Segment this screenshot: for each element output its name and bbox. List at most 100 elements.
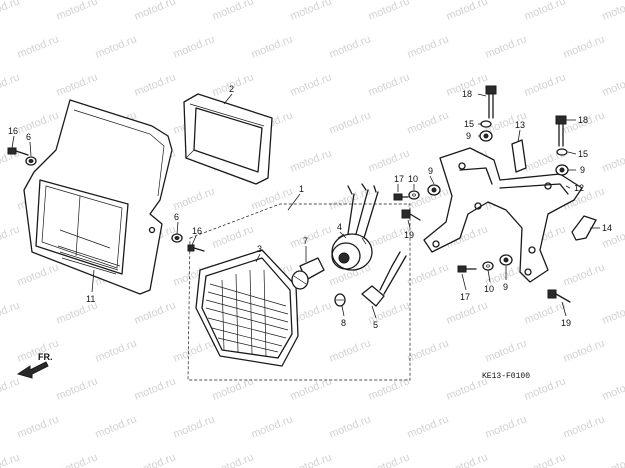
bracket-clip-14: [571, 215, 597, 241]
watermark-text: motod.ru: [55, 71, 100, 98]
callout-3: 3: [257, 244, 262, 254]
watermark-text: motod.ru: [367, 147, 412, 174]
watermark-text: motod.ru: [406, 33, 451, 60]
callout-2: 2: [229, 84, 234, 94]
watermark-text: motod.ru: [367, 451, 412, 468]
watermark-text: motod.ru: [601, 71, 625, 98]
watermark-text: motod.ru: [367, 0, 412, 23]
collar-9-mid-left: [427, 184, 441, 196]
watermark-text: motod.ru: [211, 0, 256, 23]
watermark-text: motod.ru: [16, 261, 61, 288]
watermark-text: motod.ru: [328, 33, 373, 60]
grommet-6-left: [25, 156, 37, 166]
callout-16-left: 16: [8, 126, 18, 136]
collar-9-upper-left: [479, 130, 493, 142]
watermark-text: motod.ru: [94, 337, 139, 364]
watermark-text: motod.ru: [55, 0, 100, 23]
watermark-text: motod.ru: [289, 147, 334, 174]
watermark-text: motod.ru: [562, 261, 607, 288]
headlight-bracket: [423, 147, 583, 283]
headlight-cowl: [23, 99, 173, 295]
watermark-text: motod.ru: [0, 375, 21, 402]
watermark-text: motod.ru: [484, 33, 529, 60]
watermark-text: motod.ru: [406, 337, 451, 364]
watermark-text: motod.ru: [211, 223, 256, 250]
bracket-clip-13: [511, 139, 527, 173]
callout-18-left: 18: [462, 89, 472, 99]
callout-9-upper-left: 9: [466, 131, 471, 141]
watermark-text: motod.ru: [133, 71, 178, 98]
callout-6-right: 6: [174, 212, 179, 222]
watermark-text: motod.ru: [289, 0, 334, 23]
callout-5: 5: [373, 320, 378, 330]
watermark-text: motod.ru: [484, 337, 529, 364]
callout-16-right: 16: [192, 226, 202, 236]
position-socket: [361, 251, 407, 307]
front-direction-arrow: FR.: [16, 352, 53, 379]
watermark-text: motod.ru: [55, 451, 100, 468]
callout-8: 8: [341, 318, 346, 328]
watermark-text: motod.ru: [94, 413, 139, 440]
watermark-text: motod.ru: [16, 33, 61, 60]
callouts: 16 6 6 16 11 2 1 3 7 4 8 5 17 10 9 19 18…: [8, 84, 612, 330]
watermark-text: motod.ru: [172, 33, 217, 60]
bolt-19-upper: [401, 209, 421, 221]
watermark-text: motod.ru: [133, 375, 178, 402]
callout-18-right: 18: [578, 115, 588, 125]
watermark-text: motod.ru: [445, 299, 490, 326]
watermark-text: motod.ru: [0, 0, 21, 23]
bolt-16-left: [7, 147, 29, 156]
watermark-text: motod.ru: [367, 71, 412, 98]
watermark-text: motod.ru: [406, 109, 451, 136]
callout-9-upper-right: 9: [580, 165, 585, 175]
washer-15-left: [480, 120, 492, 128]
watermark-text: motod.ru: [562, 337, 607, 364]
bulb-socket: [331, 183, 379, 271]
watermark-text: motod.ru: [601, 451, 625, 468]
bolt-18-left: [485, 85, 497, 119]
watermark-text: motod.ru: [562, 33, 607, 60]
watermark-text: motod.ru: [250, 33, 295, 60]
watermark-text: motod.ru: [0, 299, 21, 326]
watermark-text: motod.ru: [523, 71, 568, 98]
diagram-code: KE13-F0100: [482, 372, 530, 381]
watermark-text: motod.ru: [484, 413, 529, 440]
watermark-text: motod.ru: [172, 337, 217, 364]
assembly-outline: [187, 203, 411, 381]
front-label: FR.: [38, 352, 53, 362]
watermark-text: motod.ru: [211, 375, 256, 402]
callout-4: 4: [337, 222, 342, 232]
watermark-text: motod.ru: [328, 413, 373, 440]
watermark-text: motod.ru: [172, 413, 217, 440]
callout-15-left: 15: [464, 119, 474, 129]
headlight-unit: [195, 249, 299, 367]
watermark-text: motod.ru: [445, 0, 490, 23]
callout-15-right: 15: [578, 149, 588, 159]
callout-17-lower: 17: [460, 292, 470, 302]
callout-9-lower: 9: [503, 282, 508, 292]
callout-1: 1: [299, 184, 304, 194]
watermark-text: motod.ru: [523, 0, 568, 23]
watermark-text: motod.ru: [0, 451, 21, 468]
watermark-text: motod.ru: [289, 223, 334, 250]
watermark-text: motod.ru: [133, 299, 178, 326]
watermark-text: motod.ru: [250, 185, 295, 212]
collar-9-upper-right: [555, 164, 569, 176]
watermark-text: motod.ru: [0, 223, 21, 250]
leader-lines: [11, 93, 600, 319]
watermark-text: motod.ru: [16, 413, 61, 440]
callout-14: 14: [602, 223, 612, 233]
watermark-text: motod.ru: [406, 261, 451, 288]
callout-13: 13: [515, 120, 525, 130]
washer-10-upper: [408, 190, 420, 200]
grommet-6-right: [171, 233, 183, 243]
watermark-text: motod.ru: [523, 451, 568, 468]
callout-7: 7: [303, 236, 308, 246]
callout-12: 12: [574, 183, 584, 193]
watermark-text: motod.ru: [55, 375, 100, 402]
bolt-16-right: [187, 244, 205, 252]
watermark-text: motod.ru: [250, 413, 295, 440]
watermark-text: motod.ru: [211, 451, 256, 468]
washer-15-right: [556, 148, 568, 156]
